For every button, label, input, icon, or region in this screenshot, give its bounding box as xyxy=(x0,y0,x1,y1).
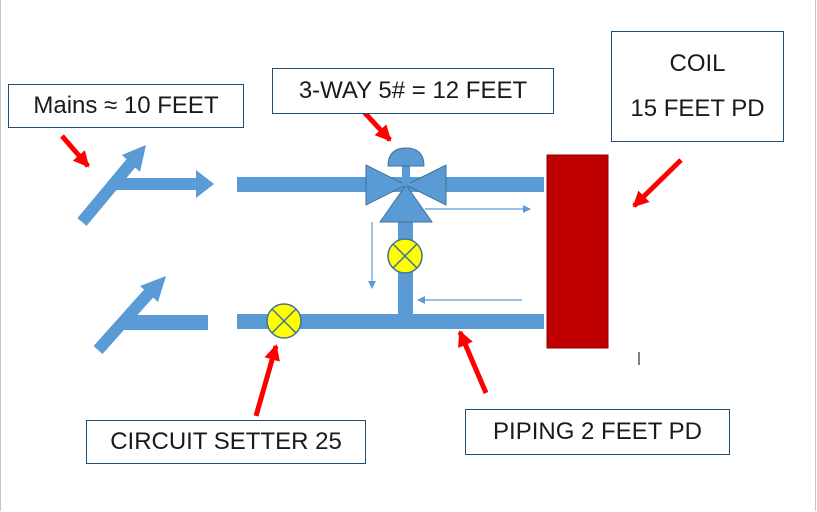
mains-label-box: Mains ≈ 10 FEET xyxy=(8,84,244,128)
circuit-setter-label: CIRCUIT SETTER 25 xyxy=(110,428,342,455)
return-main-arrow-diagonal xyxy=(93,276,166,355)
circuit-setter-label-box: CIRCUIT SETTER 25 xyxy=(86,420,366,464)
coil-block xyxy=(546,154,609,349)
mains-label: Mains ≈ 10 FEET xyxy=(33,92,219,119)
return-main-stub xyxy=(122,315,208,330)
pointer-arrow-coil xyxy=(632,158,683,208)
return-pipe xyxy=(237,314,544,329)
three-way-valve-icon xyxy=(365,147,447,223)
coil-label-box: COIL 15 FEET PD xyxy=(611,31,784,142)
piping-label: PIPING 2 FEET PD xyxy=(493,418,702,445)
supply-main-arrow-diagonal xyxy=(77,145,146,226)
three-way-valve-label: 3-WAY 5# = 12 FEET xyxy=(298,77,528,104)
pointer-arrow-3way xyxy=(362,110,392,142)
pointer-arrow-piping xyxy=(457,330,489,394)
pointer-arrow-mains xyxy=(60,134,90,168)
coil-title: COIL xyxy=(669,50,726,78)
circuit-setter-icon xyxy=(266,303,302,339)
coil-pressure-drop: 15 FEET PD xyxy=(630,94,765,122)
bypass-balancing-valve-icon xyxy=(387,238,423,274)
supply-main-arrow-horizontal xyxy=(116,170,214,198)
pointer-arrow-circuit-setter xyxy=(253,344,280,417)
three-way-valve-label-box: 3-WAY 5# = 12 FEET xyxy=(272,68,554,114)
piping-label-box: PIPING 2 FEET PD xyxy=(465,409,730,455)
